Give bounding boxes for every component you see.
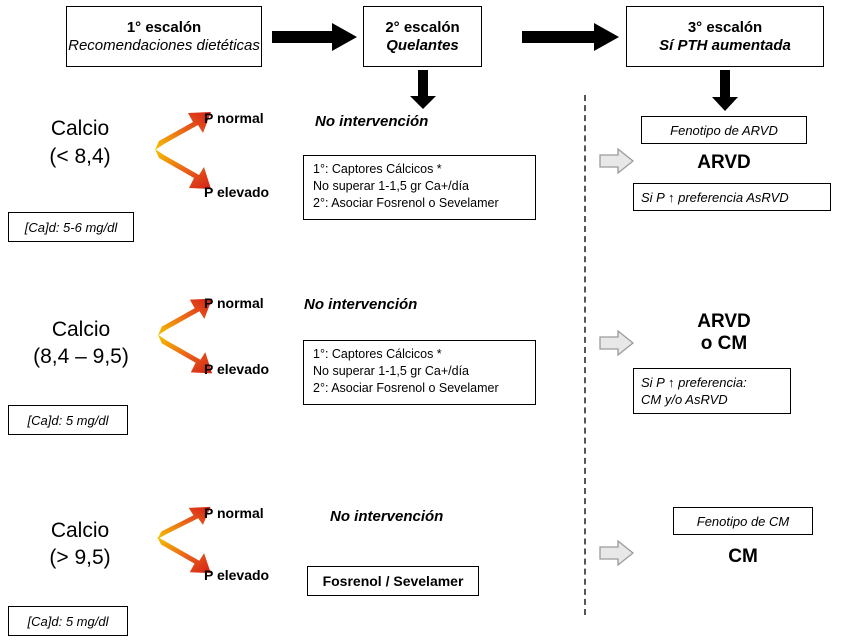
header-arrow-1-to-2 bbox=[272, 23, 357, 51]
row-2-pref-line-2: CM y/o AsRVD bbox=[641, 392, 728, 407]
row-1-calcio-label: Calcio bbox=[50, 117, 110, 140]
row-3-fenotipo-box: Fenotipo de CM bbox=[673, 507, 813, 535]
vertical-dashed-divider bbox=[584, 95, 586, 615]
row-1-arrow-down bbox=[155, 149, 211, 189]
header-3-subtitle: Sí PTH aumentada bbox=[659, 36, 791, 54]
row-1-no-intervencion: No intervención bbox=[315, 113, 429, 130]
row-2-detail-line-2: No superar 1-1,5 gr Ca+/día bbox=[313, 364, 469, 378]
row-1-detail-line-3: 2°: Asociar Fosrenol o Sevelamer bbox=[313, 196, 499, 210]
row-2-detail-line-1: 1°: Captores Cálcicos * bbox=[313, 347, 442, 361]
row-2-pref-box: Si P ↑ preferencia: CM y/o AsRVD bbox=[633, 368, 791, 414]
row-2-detail-line-3: 2°: Asociar Fosrenol o Sevelamer bbox=[313, 381, 499, 395]
row-1-gray-arrow bbox=[599, 148, 634, 174]
row-1-arrow-up bbox=[155, 112, 211, 150]
row-1-cad-box: [Ca]d: 5-6 mg/dl bbox=[8, 212, 134, 242]
header-1-subtitle: Recomendaciones dietéticas bbox=[68, 36, 260, 54]
row-3-fosrenol-box: Fosrenol / Sevelamer bbox=[307, 566, 479, 596]
row-1-detail-line-1: 1°: Captores Cálcicos * bbox=[313, 162, 442, 176]
header-arrow-2-to-3 bbox=[522, 23, 619, 51]
row-1-calcio-range: (< 8,4) bbox=[49, 145, 111, 168]
row-1-right-label: ARVD bbox=[697, 152, 751, 173]
row-3-calcio: Calcio bbox=[50, 519, 110, 542]
row-1-p-elevado: P elevado bbox=[204, 184, 270, 200]
row-1-p-normal: P normal bbox=[204, 110, 264, 126]
row-2-cad-box: [Ca]d: 5 mg/dl bbox=[8, 405, 128, 435]
row-2-calcio: Calcio bbox=[51, 318, 111, 341]
row-3-p-normal: P normal bbox=[204, 505, 264, 521]
row-1-calcio: Calcio bbox=[15, 117, 145, 141]
row-2-p-elevado: P elevado bbox=[204, 361, 270, 377]
row-3-p-elevado: P elevado bbox=[204, 567, 270, 583]
header-3-title: 3° escalón bbox=[687, 18, 763, 36]
row-3-no-intervencion: No intervención bbox=[330, 508, 444, 525]
row-1-detail-box: 1°: Captores Cálcicos * No superar 1-1,5… bbox=[303, 155, 536, 220]
row-2-no-intervencion: No intervención bbox=[304, 296, 418, 313]
row-2-arrow-down bbox=[157, 334, 213, 374]
row-2-arrow-up bbox=[157, 298, 213, 336]
header-2-subtitle: Quelantes bbox=[386, 36, 459, 54]
header-box-2: 2° escalón Quelantes bbox=[363, 6, 482, 67]
row-3-cad-box: [Ca]d: 5 mg/dl bbox=[8, 606, 128, 636]
header-1-title: 1° escalón bbox=[126, 18, 202, 36]
row-2-gray-arrow bbox=[599, 330, 634, 356]
header-box-3: 3° escalón Sí PTH aumentada bbox=[626, 6, 824, 67]
header-2-title: 2° escalón bbox=[385, 18, 460, 36]
row-2-detail-box: 1°: Captores Cálcicos * No superar 1-1,5… bbox=[303, 340, 536, 405]
row-2-pref-line-1: Si P ↑ preferencia: bbox=[641, 375, 747, 390]
row-2-right-label-line-2: o CM bbox=[700, 333, 748, 354]
row-3-gray-arrow bbox=[599, 540, 634, 566]
header-2-down-arrow bbox=[410, 70, 436, 109]
row-2-right-label: ARVD o CM bbox=[641, 311, 807, 355]
row-2-calcio-range: (8,4 – 9,5) bbox=[33, 345, 129, 368]
row-3-calcio-range: (> 9,5) bbox=[49, 546, 111, 569]
row-3-right-label: CM bbox=[728, 546, 758, 567]
row-1-pref-box: Si P ↑ preferencia AsRVD bbox=[633, 183, 831, 211]
header-box-1: 1° escalón Recomendaciones dietéticas bbox=[66, 6, 262, 67]
row-1-fenotipo-box: Fenotipo de ARVD bbox=[641, 116, 807, 144]
row-3-arrow-up bbox=[157, 506, 211, 540]
row-2-right-label-line-1: ARVD bbox=[697, 311, 751, 332]
row-2-p-normal: P normal bbox=[204, 295, 264, 311]
row-3-arrow-down bbox=[157, 536, 211, 574]
row-1-detail-line-2: No superar 1-1,5 gr Ca+/día bbox=[313, 179, 469, 193]
header-3-down-arrow bbox=[712, 70, 738, 111]
